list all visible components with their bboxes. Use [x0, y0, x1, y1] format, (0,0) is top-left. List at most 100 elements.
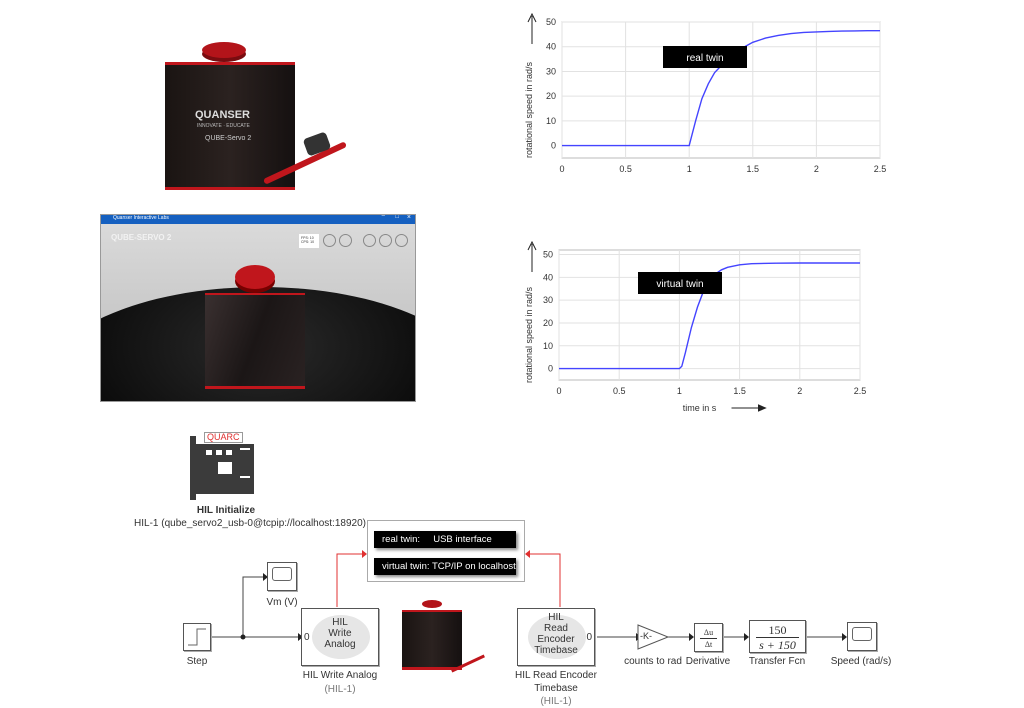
y-tick-label: 50 — [546, 17, 556, 27]
derivative-label: Derivative — [685, 656, 731, 667]
close-icon[interactable]: × — [406, 214, 411, 221]
qube-photo-small — [400, 600, 485, 680]
virtual-cube — [205, 293, 305, 389]
gain-block — [637, 624, 670, 650]
y-tick-label: 0 — [548, 364, 553, 374]
y-axis-label: rotational speed in rad/s — [524, 286, 534, 383]
y-axis-label: rotational speed in rad/s — [524, 61, 534, 158]
view-icon[interactable] — [339, 234, 352, 247]
book-icon[interactable] — [363, 234, 376, 247]
vm-scope-block[interactable] — [267, 562, 297, 591]
junction-dot — [240, 634, 246, 640]
block-text: Analog — [324, 639, 356, 650]
knob — [202, 42, 246, 58]
line-branch-vm — [242, 576, 263, 637]
fps: FPS: 10 — [301, 236, 314, 240]
scope-icon — [852, 627, 872, 641]
tf-numerator: 150 — [756, 623, 799, 638]
transfer-fcn-block[interactable]: 150 s + 150 — [749, 620, 806, 653]
block-text: HIL — [332, 617, 348, 628]
block-text: HIL — [548, 612, 564, 623]
annotation-label: real twin — [686, 53, 723, 64]
input-port: 0 — [304, 632, 310, 643]
y-tick-label: 10 — [543, 341, 553, 351]
step-icon — [188, 628, 206, 646]
block-text: Timebase — [534, 645, 578, 656]
tagline: INNOVATE · EDUCATE — [197, 123, 250, 129]
hil-read-encoder-block[interactable]: 0 HIL Read Encoder Timebase — [517, 608, 595, 666]
note-virtual-twin: virtual twin: TCP/IP on localhost — [374, 558, 516, 575]
gain-text[interactable]: -K- — [640, 631, 652, 641]
gain-label: counts to rad — [624, 656, 682, 667]
annotation-label: virtual twin — [656, 279, 703, 290]
virtual-twin-chart: 0 0.5 1 1.5 2 2.5 0 10 20 30 40 50 rotational speed … — [524, 240, 867, 413]
quarc-logo: QUARC — [204, 432, 243, 443]
brand-text: QUANSER — [195, 109, 251, 121]
x-tick-label: 1.5 — [747, 164, 760, 174]
x-tick-label: 0 — [559, 164, 564, 174]
camera-icon[interactable] — [323, 234, 336, 247]
model: QUBE-Servo 2 — [205, 135, 252, 142]
plot-area — [558, 249, 861, 381]
speed-series-line — [562, 30, 880, 147]
y-axis-arrow — [527, 240, 537, 272]
virtual-window: Quanser Interactive Labs × □ – QUBE-SERV… — [100, 214, 416, 402]
y-tick-label: 20 — [543, 318, 553, 328]
x-tick-label: 2 — [814, 164, 819, 174]
annotation-box — [638, 272, 722, 294]
x-tick-label: 0 — [556, 386, 561, 396]
step-block[interactable] — [183, 623, 211, 651]
hil-read-encoder-label2: Timebase — [534, 683, 578, 694]
x-axis-arrow — [731, 404, 767, 412]
scene-heading: QUBE-SERVO 2 — [111, 233, 172, 242]
step-label: Step — [186, 656, 208, 667]
minimize-icon[interactable]: – — [381, 214, 385, 219]
hil-write-analog-label: HIL Write Analog — [302, 670, 378, 681]
x-tick-label: 0.5 — [619, 164, 632, 174]
red-line-write — [336, 553, 362, 607]
quanser-q-watermark — [528, 615, 586, 659]
exit-icon[interactable] — [395, 234, 408, 247]
y-tick-label: 40 — [543, 272, 553, 282]
x-tick-label: 0.5 — [613, 386, 626, 396]
x-tick-label: 2 — [797, 386, 802, 396]
x-tick-label: 1 — [677, 386, 682, 396]
y-tick-label: 30 — [543, 295, 553, 305]
hil-initialize-subtitle: HIL-1 (qube_servo2_usb-0@tcpip://localho… — [134, 518, 366, 529]
y-tick-label: 30 — [546, 66, 556, 76]
tf-denominator: s + 150 — [759, 638, 796, 652]
derivative-block[interactable]: Δu Δt — [694, 623, 723, 652]
output-port: 0 — [586, 632, 592, 643]
virtual-knob — [235, 265, 275, 289]
transfer-fcn-label: Transfer Fcn — [748, 656, 806, 667]
vm-scope-label: Vm (V) — [266, 597, 298, 608]
speed-scope-block[interactable] — [847, 622, 877, 651]
red-line-read — [530, 553, 561, 607]
real-qube-photo: QUANSER INNOVATE · EDUCATE QUBE-Servo 2 — [160, 40, 360, 200]
x-tick-label: 1.5 — [733, 386, 746, 396]
speed-scope-label: Speed (rad/s) — [830, 656, 892, 667]
derivative-den: Δt — [704, 640, 713, 649]
window-title: Quanser Interactive Labs — [113, 215, 169, 221]
plot-area — [561, 21, 881, 159]
cube-body: QUANSER INNOVATE · EDUCATE QUBE-Servo 2 — [165, 62, 295, 190]
hil-initialize-block[interactable]: QUARC — [188, 432, 258, 504]
x-tick-label: 2.5 — [854, 386, 867, 396]
hil-read-encoder-label: HIL Read Encoder — [515, 670, 597, 681]
y-tick-label: 10 — [546, 116, 556, 126]
title-bar: Quanser Interactive Labs × □ – — [101, 215, 415, 224]
maximize-icon[interactable]: □ — [395, 214, 399, 220]
hil-write-analog-sub: (HIL-1) — [324, 684, 356, 695]
y-tick-label: 40 — [546, 42, 556, 52]
x-axis-label: time in s — [683, 403, 717, 413]
y-tick-label: 50 — [543, 250, 553, 260]
x-tick-label: 2.5 — [874, 164, 887, 174]
y-axis-arrow — [527, 12, 537, 44]
x-tick-label: 1 — [687, 164, 692, 174]
pci-card-icon — [196, 444, 254, 494]
hil-write-analog-block[interactable]: 0 HIL Write Analog — [301, 608, 379, 666]
settings-icon[interactable] — [379, 234, 392, 247]
fps-box: FPS: 10 CPS: 10 — [299, 234, 319, 248]
scope-icon — [272, 567, 292, 581]
